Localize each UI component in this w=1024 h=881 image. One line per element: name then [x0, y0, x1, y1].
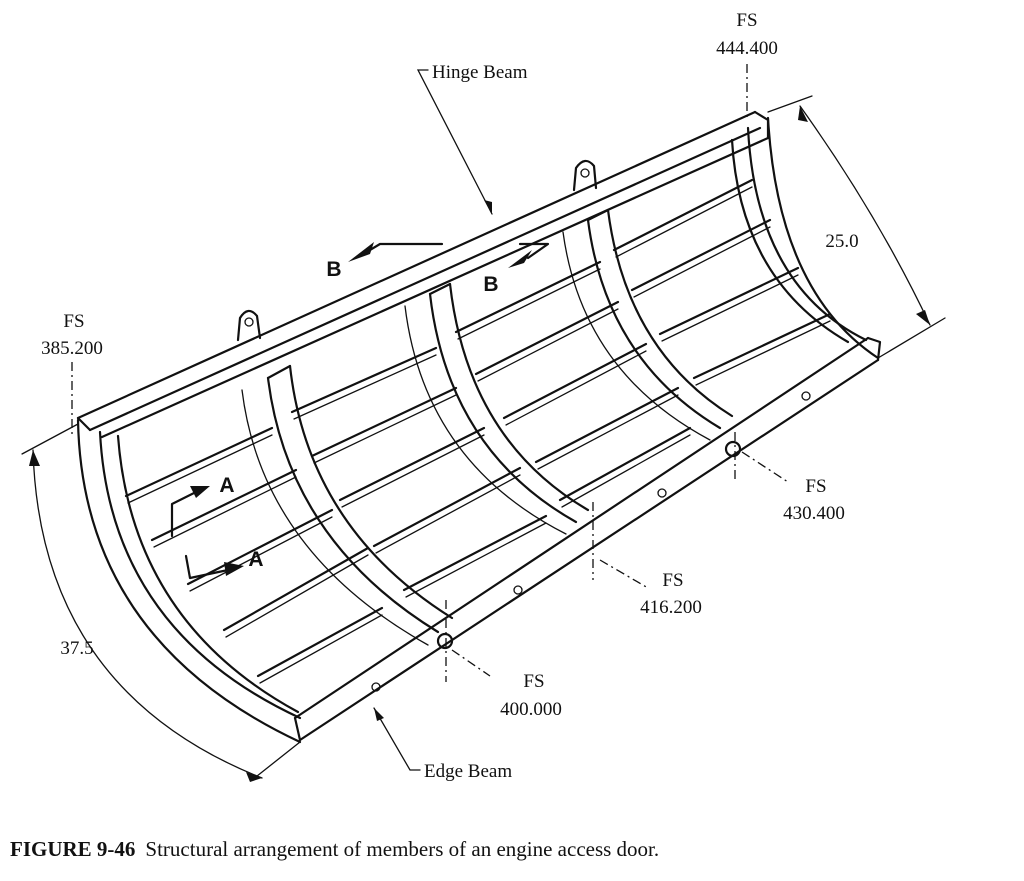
dimension-25 — [767, 95, 946, 359]
section-b-left-marker — [348, 242, 444, 262]
fs-430-value: 430.400 — [783, 503, 845, 524]
frame-fs-400 — [241, 364, 454, 646]
figure-caption-text: Structural arrangement of members of an … — [145, 837, 660, 861]
fs-400-value: 400.000 — [500, 699, 562, 720]
edge-beam — [293, 336, 882, 742]
section-a-upper-marker — [170, 486, 210, 538]
hinge-lug-right — [572, 159, 598, 192]
end-frame-aft — [730, 116, 880, 360]
section-a-upper-label: A — [219, 474, 234, 497]
section-b-left-label: B — [326, 258, 341, 281]
section-a-lower-marker — [184, 554, 244, 580]
section-b-right-label: B — [483, 273, 498, 296]
station-lines — [71, 64, 789, 682]
frame-fs-416 — [404, 282, 590, 535]
section-a-lower-label: A — [248, 548, 263, 571]
fs-430-word: FS — [805, 476, 826, 497]
fs-400-word: FS — [523, 671, 544, 692]
dimension-37 — [21, 423, 301, 782]
fs-444-value: 444.400 — [716, 38, 778, 59]
hinge-beam-label: Hinge Beam — [432, 62, 528, 83]
fs-385-value: 385.200 — [41, 338, 103, 359]
section-b-right-marker — [508, 242, 550, 268]
stringers — [124, 178, 832, 684]
figure-number: FIGURE 9-46 — [10, 837, 136, 861]
frame-fs-430 — [562, 208, 734, 441]
figure-caption: FIGURE 9-46 Structural arrangement of mem… — [10, 837, 659, 862]
fs-444-word: FS — [736, 10, 757, 31]
edge-beam-leader — [373, 707, 421, 771]
dimension-25-label: 25.0 — [825, 231, 858, 252]
end-frame-fwd — [76, 418, 302, 744]
hinge-beam — [76, 110, 770, 439]
fs-385-word: FS — [63, 311, 84, 332]
dimension-37-label: 37.5 — [60, 638, 93, 659]
hinge-lug-left — [236, 309, 262, 342]
edge-beam-label: Edge Beam — [424, 761, 512, 782]
fs-416-word: FS — [662, 570, 683, 591]
fs-416-value: 416.200 — [640, 597, 702, 618]
hinge-beam-leader — [416, 69, 493, 215]
